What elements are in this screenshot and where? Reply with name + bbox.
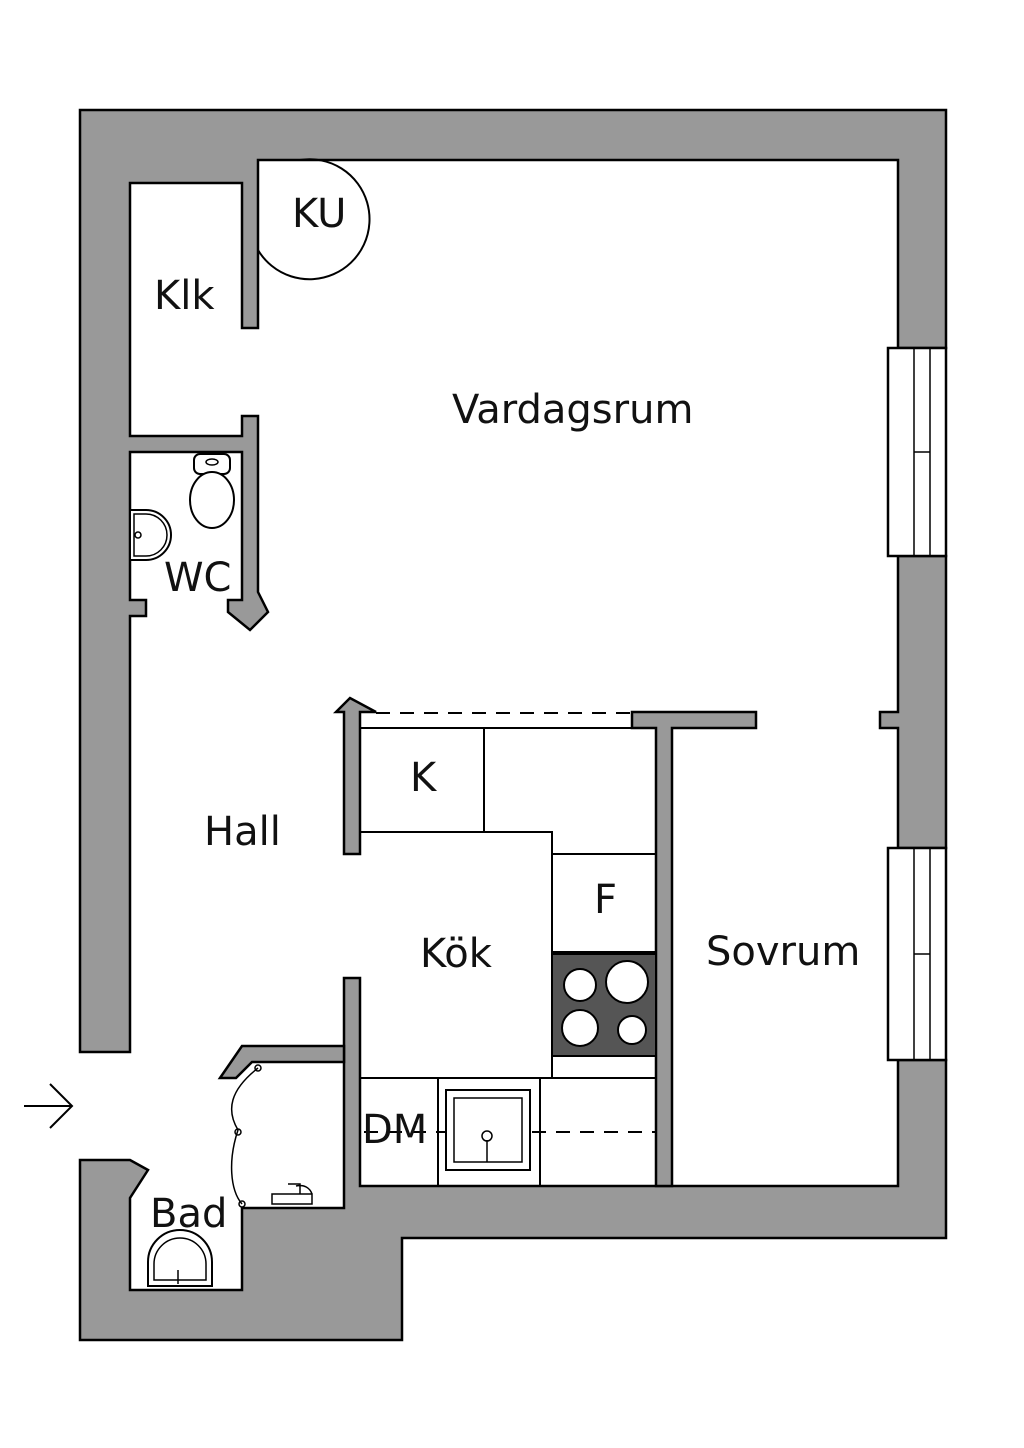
outer-wall [78,108,948,1342]
room-label-wc: WC [164,555,231,601]
shower-curtain [230,1064,262,1208]
room-label-bad: Bad [150,1191,227,1237]
window-sovrum [886,846,948,1062]
interior-wall-bath [217,1044,346,1080]
bath-sink [147,1229,213,1287]
entrance-arrow-icon [24,1083,74,1129]
room-label-klk: Klk [154,273,215,319]
room-label-ku: KU [292,191,346,237]
toilet [189,453,235,529]
wc-sink [129,509,172,561]
room-label-hall: Hall [204,809,281,855]
window-vardagsrum [886,346,948,558]
room-label-sovrum: Sovrum [706,929,860,975]
room-label-kok: Kök [420,931,493,977]
shower-mixer [271,1183,313,1205]
kitchen-layout [360,712,657,1186]
room-label-f: F [594,877,617,923]
ku-circle [257,158,371,281]
kitchen-sink [445,1089,531,1171]
room-label-k: K [410,755,438,801]
room-label-dm: DM [362,1107,427,1153]
interior-wall-kitchen-left [332,696,377,856]
room-label-vardagsrum: Vardagsrum [452,387,693,433]
